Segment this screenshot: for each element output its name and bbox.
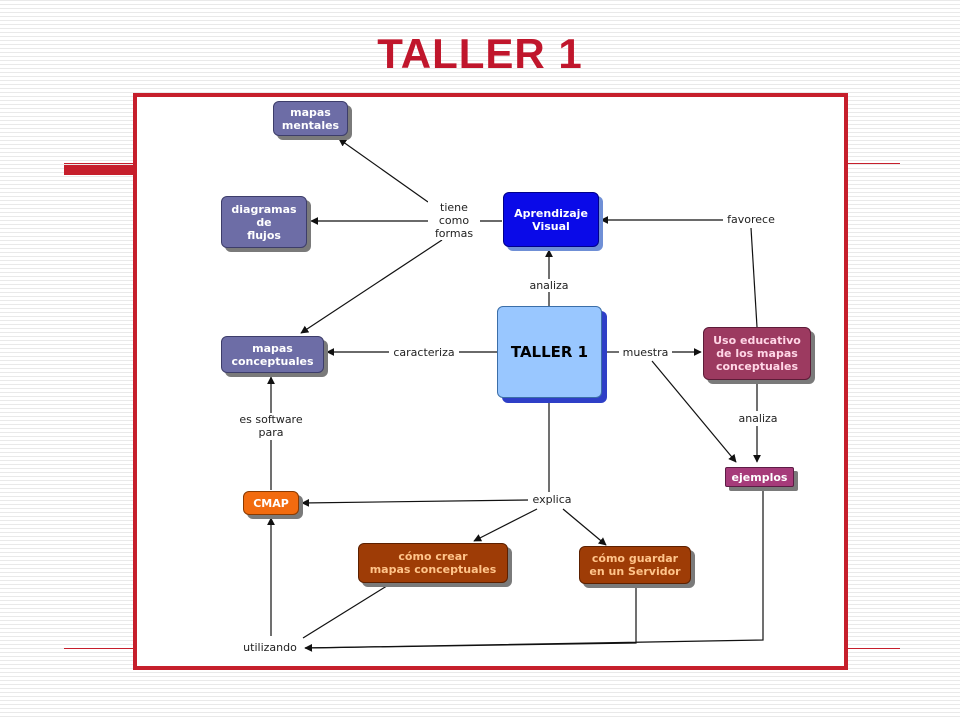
decor-line-top-right: [842, 163, 900, 164]
node-diagramas-de-flujos: diagramas de flujos: [221, 196, 307, 248]
link-ejemplos-utilizando: [304, 489, 764, 649]
node-ejemplos: ejemplos: [725, 467, 794, 487]
link-formas-conceptuales: [300, 239, 443, 334]
link-label-favorece: favorece: [723, 213, 779, 226]
node-mapas-mentales: mapas mentales: [273, 101, 348, 136]
decor-line-bottom-left: [64, 648, 136, 649]
link-formas-mentales: [338, 138, 429, 203]
link-explica-crear: [473, 508, 538, 542]
link-explica-cmap: [301, 498, 530, 507]
node-cmap: CMAP: [243, 491, 299, 515]
decor-line-bottom-right: [842, 648, 900, 649]
link-guardar-utilizando: [304, 585, 637, 652]
node-uso-educativo: Uso educativo de los mapas conceptuales: [703, 327, 811, 380]
link-muestra-ejemplos: [651, 360, 737, 463]
link-label-muestra: muestra: [619, 346, 672, 359]
link-uso-favorece: [750, 227, 758, 328]
link-label-analiza-top: analiza: [525, 279, 573, 292]
node-como-crear: cómo crear mapas conceptuales: [358, 543, 508, 583]
link-label-analiza-right: analiza: [734, 412, 782, 425]
decor-red-bar: [64, 165, 154, 175]
link-label-es-software-para: es software para: [233, 413, 309, 439]
node-mapas-conceptuales: mapas conceptuales: [221, 336, 324, 373]
link-label-tiene-como-formas: tiene como formas: [428, 201, 480, 240]
node-aprendizaje-visual: Aprendizaje Visual: [503, 192, 599, 247]
slide-title: TALLER 1: [377, 30, 583, 77]
decor-line-top-left: [64, 163, 136, 164]
link-label-caracteriza: caracteriza: [389, 346, 459, 359]
link-label-utilizando: utilizando: [237, 641, 303, 654]
link-explica-guardar: [562, 508, 607, 546]
link-label-explica: explica: [528, 493, 576, 506]
node-como-guardar: cómo guardar en un Servidor: [579, 546, 691, 584]
link-crear-utilizando: [302, 583, 391, 639]
node-taller-1: TALLER 1: [497, 306, 602, 398]
